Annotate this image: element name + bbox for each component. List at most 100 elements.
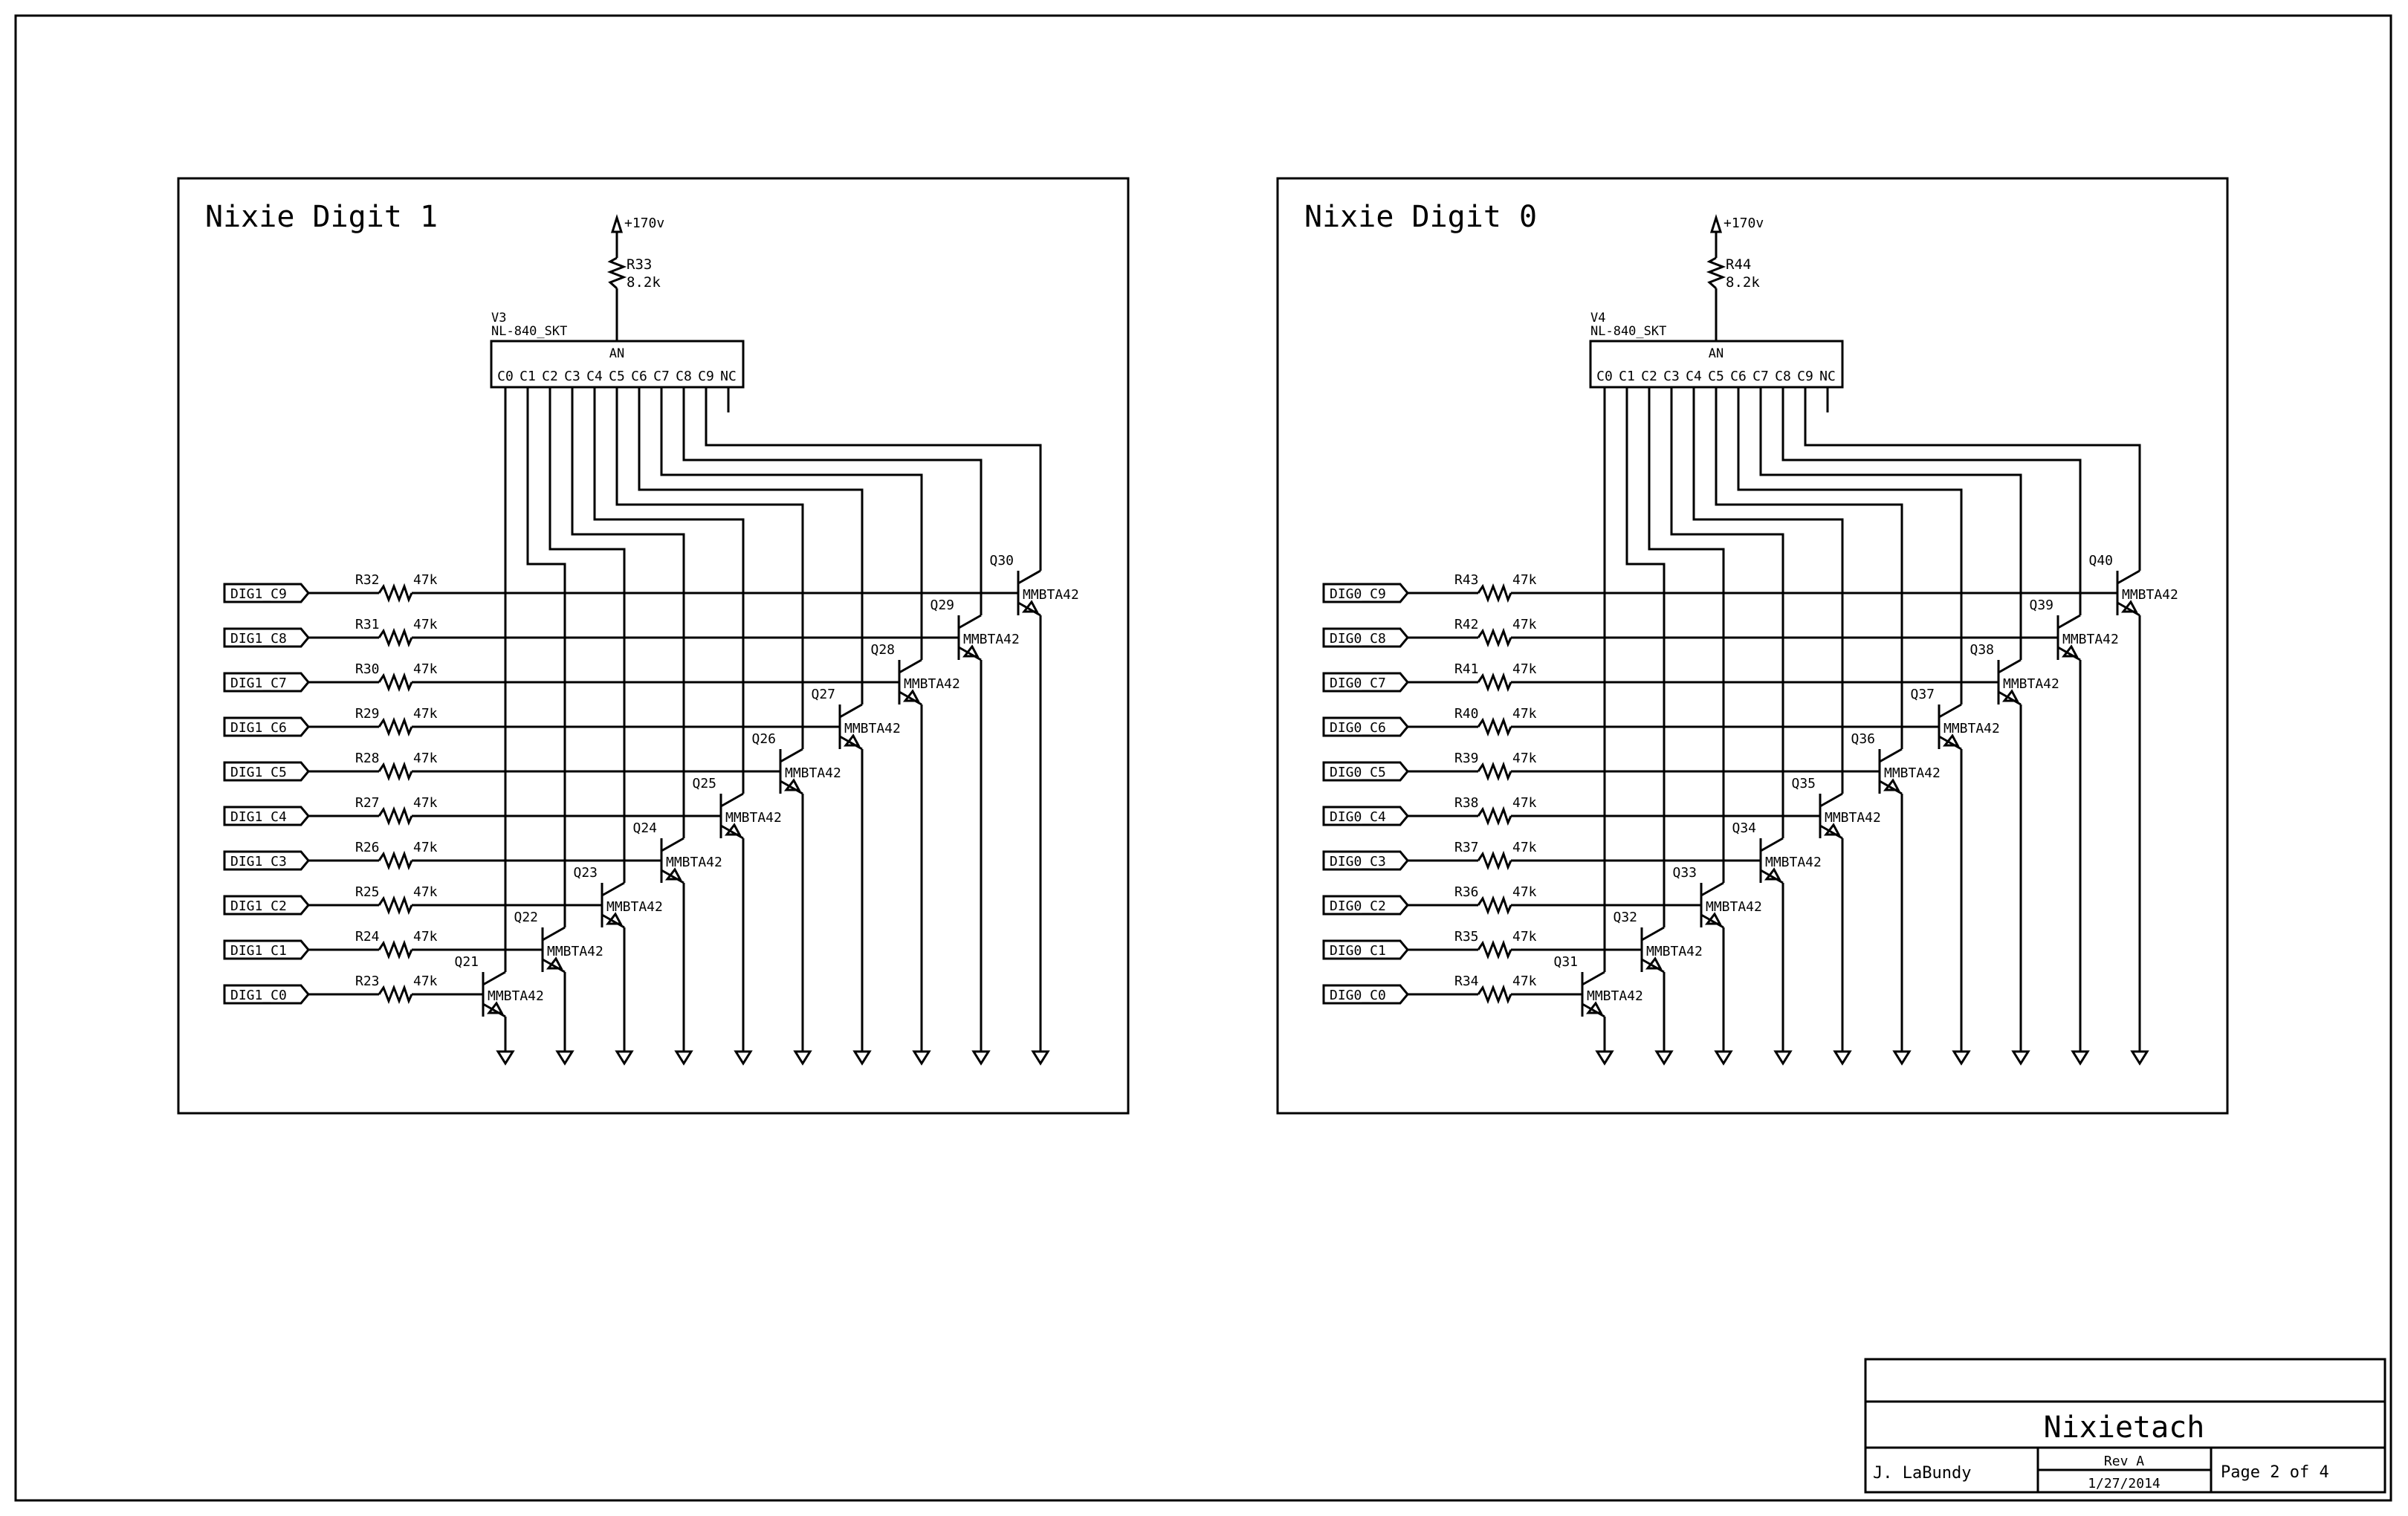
net-label: DIG1_C0 (230, 988, 287, 1003)
ground-icon (734, 1050, 753, 1066)
author: J. LaBundy (1873, 1464, 1971, 1483)
net-label-flag (1322, 895, 1409, 916)
anode-resistor-value: 8.2k (1726, 274, 1760, 291)
transistor-ref: Q24 (632, 820, 657, 836)
cathode-wire (548, 387, 626, 883)
net-label: DIG0_C8 (1330, 631, 1386, 647)
resistor-icon (1477, 850, 1512, 871)
transistor-collector (482, 971, 506, 986)
supply-label: +170v (1724, 216, 1764, 231)
resistor-icon (378, 583, 413, 603)
resistor-value: 47k (413, 929, 438, 945)
transistor-ref: Q23 (573, 865, 598, 881)
net-label-flag (223, 806, 310, 826)
net-label-flag (1322, 716, 1409, 737)
net-label-flag (223, 583, 310, 603)
ground-icon (971, 1050, 991, 1066)
transistor-part: MMBTA42 (1706, 899, 1762, 915)
resistor-value: 47k (1512, 751, 1537, 766)
resistor-ref: R34 (1454, 974, 1479, 989)
resistor-icon (378, 895, 413, 916)
net-label: DIG1_C3 (230, 854, 287, 869)
resistor-ref: R43 (1454, 572, 1479, 588)
transistor-emitter (2057, 646, 2081, 661)
anode-resistor-ref: R44 (1726, 256, 1751, 273)
transistor-part: MMBTA42 (1023, 587, 1079, 603)
transistor-ref: Q25 (692, 776, 716, 791)
transistor-collector (780, 748, 803, 763)
ground-icon (1031, 1050, 1050, 1066)
tube-pin-label: C9 (1797, 369, 1813, 384)
cathode-wire (1715, 387, 1903, 749)
transistor-ref: Q29 (930, 597, 954, 613)
tube-pin-label: C3 (564, 369, 580, 384)
net-label-flag (223, 627, 310, 648)
transistor-collector (601, 881, 625, 897)
transistor-ref: Q32 (1613, 910, 1637, 925)
resistor-ref: R36 (1454, 884, 1479, 900)
resistor-ref: R26 (355, 840, 380, 855)
tube-part: NL-840_SKT (1590, 324, 1666, 339)
ground-icon (1654, 1050, 1674, 1066)
ground-icon (1892, 1050, 1912, 1066)
resistor-value: 47k (413, 751, 438, 766)
transistor-part: MMBTA42 (666, 855, 722, 870)
tube-pin-label: C8 (1775, 369, 1791, 384)
ground-icon (1595, 1050, 1614, 1066)
emitter-arrow-icon (2061, 644, 2079, 658)
resistor-value: 47k (413, 572, 438, 588)
transistor-ref: Q37 (1910, 687, 1935, 702)
cathode-wire (1670, 387, 1784, 838)
transistor-part: MMBTA42 (1884, 765, 1941, 781)
resistor-ref: R24 (355, 929, 380, 945)
transistor-part: MMBTA42 (606, 899, 663, 915)
net-label: DIG1_C9 (230, 586, 287, 602)
cathode-wire (638, 387, 864, 704)
panel-title: Nixie Digit 1 (205, 200, 438, 234)
ground-icon (912, 1050, 931, 1066)
date: 1/27/2014 (2088, 1476, 2161, 1491)
resistor-value: 47k (413, 706, 438, 722)
project-title: Nixietach (2044, 1410, 2205, 1445)
net-label-flag (1322, 984, 1409, 1005)
transistor-emitter (1017, 601, 1041, 617)
tube-pin-label: C8 (676, 369, 692, 384)
resistor-value: 47k (413, 884, 438, 900)
resistor-ref: R42 (1454, 617, 1479, 632)
net-label: DIG0_C4 (1330, 809, 1386, 825)
resistor-value: 47k (1512, 706, 1537, 722)
transistor-collector (839, 703, 863, 719)
emitter-arrow-icon (546, 956, 563, 970)
transistor-emitter (482, 1002, 506, 1018)
transistor-collector (720, 792, 744, 808)
cathode-wire (526, 387, 566, 927)
emitter-arrow-icon (1942, 733, 1960, 747)
resistor-ref: R25 (355, 884, 380, 900)
emitter-arrow-icon (783, 778, 801, 791)
transistor-ref: Q27 (811, 687, 835, 702)
tube-ref: V3 (491, 311, 506, 325)
cathode-wire (571, 387, 685, 838)
resistor-ref: R32 (355, 572, 380, 588)
net-label-flag (1322, 939, 1409, 960)
tube-pin-label: C4 (1686, 369, 1702, 384)
anode-resistor-icon (1706, 256, 1726, 290)
tube-pin-label: C4 (586, 369, 603, 384)
emitter-arrow-icon (843, 733, 861, 747)
resistor-icon (378, 672, 413, 693)
cathode-wire (1759, 387, 2022, 660)
resistor-ref: R29 (355, 706, 380, 722)
resistor-value: 47k (1512, 929, 1537, 945)
net-label-flag (1322, 672, 1409, 693)
net-label: DIG0_C9 (1330, 586, 1386, 602)
transistor-ref: Q40 (2088, 553, 2113, 568)
resistor-ref: R40 (1454, 706, 1479, 722)
net-label: DIG1_C2 (230, 898, 287, 914)
transistor-collector (1582, 971, 1605, 986)
net-label: DIG0_C6 (1330, 720, 1386, 736)
